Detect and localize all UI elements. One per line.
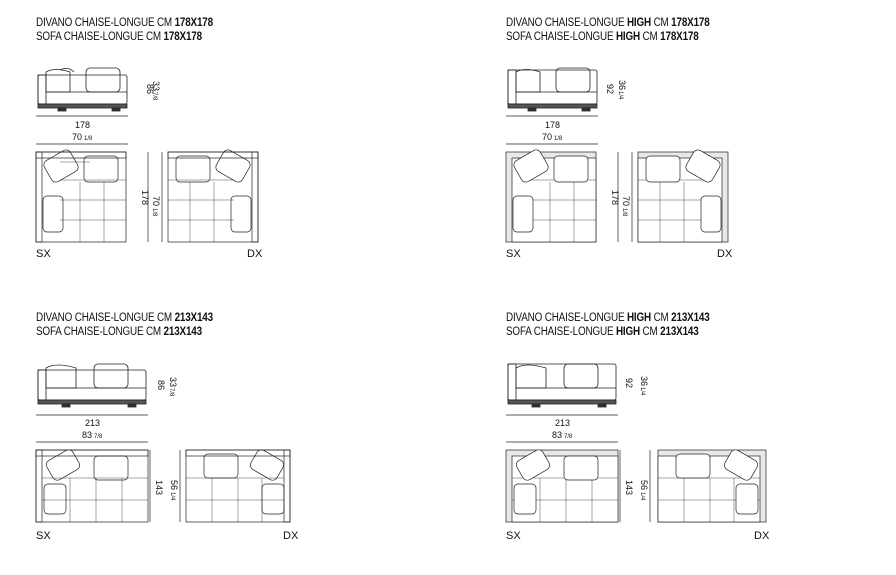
top-view-sx bbox=[35, 149, 127, 243]
depth-cm: 178 bbox=[140, 190, 150, 205]
front-elevation bbox=[37, 67, 128, 112]
depth-in: 56 bbox=[639, 480, 649, 490]
depth-in-frac: 1/8 bbox=[621, 208, 627, 217]
title-it: DIVANO CHAISE-LONGUE HIGH CM 213X143 bbox=[506, 312, 710, 324]
depth-in-frac: 1/8 bbox=[151, 208, 157, 217]
front-elevation bbox=[507, 67, 598, 112]
top-view-dx bbox=[637, 149, 729, 243]
sofa-drawings: 92 36 1/4 178 70 1/8 178 70 1/8 bbox=[505, 67, 729, 243]
depth-in: 70 bbox=[621, 196, 631, 206]
label-dx: DX bbox=[283, 530, 299, 542]
depth-cm: 178 bbox=[610, 190, 620, 205]
width-in: 83 bbox=[82, 430, 92, 440]
title-en: SOFA CHAISE-LONGUE CM 213X143 bbox=[36, 326, 202, 338]
width-in-frac: 7/8 bbox=[94, 434, 103, 440]
label-dx: DX bbox=[717, 248, 733, 260]
height-in: 36 bbox=[639, 376, 649, 386]
front-elevation bbox=[507, 363, 617, 408]
top-view-dx bbox=[167, 149, 259, 243]
height-in: 36 bbox=[617, 80, 627, 90]
width-in-frac: 1/8 bbox=[84, 136, 93, 142]
height-in: 33 bbox=[168, 377, 178, 387]
sofa-drawings: 86 33 7/8 213 83 7/8 143 56 1/4 bbox=[35, 363, 291, 523]
height-cm: 86 bbox=[156, 380, 166, 390]
depth-cm: 143 bbox=[624, 480, 634, 495]
width-cm: 178 bbox=[545, 120, 560, 130]
label-sx: SX bbox=[36, 530, 51, 542]
label-sx: SX bbox=[36, 248, 51, 260]
height-in-frac: 1/4 bbox=[639, 387, 645, 396]
label-dx: DX bbox=[754, 530, 770, 542]
label-sx: SX bbox=[506, 530, 521, 542]
panel-3: DIVANO CHAISE-LONGUE CM 213X143 SOFA CHA… bbox=[0, 294, 440, 574]
title-it: DIVANO CHAISE-LONGUE CM 213X143 bbox=[36, 312, 213, 324]
top-view-sx bbox=[35, 449, 149, 523]
panel-1: DIVANO CHAISE-LONGUE CM 178X178 SOFA CHA… bbox=[0, 0, 440, 280]
title-en: SOFA CHAISE-LONGUE HIGH CM 178X178 bbox=[506, 31, 699, 43]
title-en: SOFA CHAISE-LONGUE HIGH CM 213X143 bbox=[506, 326, 699, 338]
label-sx: SX bbox=[506, 248, 521, 260]
height-in-frac: 1/4 bbox=[617, 91, 623, 100]
height-in-frac: 7/8 bbox=[151, 92, 157, 101]
panel-2: DIVANO CHAISE-LONGUE HIGH CM 178X178 SOF… bbox=[470, 0, 896, 280]
title-it: DIVANO CHAISE-LONGUE HIGH CM 178X178 bbox=[506, 17, 710, 29]
sofa-drawings: 86 33 7/8 178 70 1/8 178 70 1/8 bbox=[35, 67, 259, 243]
width-cm: 213 bbox=[555, 418, 570, 428]
width-cm: 178 bbox=[75, 120, 90, 130]
width-cm: 213 bbox=[85, 418, 100, 428]
top-view-sx bbox=[505, 149, 597, 243]
width-in: 70 bbox=[542, 132, 552, 142]
top-view-sx bbox=[505, 449, 619, 523]
depth-in: 70 bbox=[151, 196, 161, 206]
label-dx: DX bbox=[247, 248, 263, 260]
title-en: SOFA CHAISE-LONGUE CM 178X178 bbox=[36, 31, 202, 43]
depth-in: 56 bbox=[169, 480, 179, 490]
top-view-dx bbox=[657, 449, 767, 523]
depth-in-frac: 1/4 bbox=[169, 492, 175, 501]
sofa-drawings: 92 36 1/4 213 83 7/8 143 56 1/4 bbox=[505, 363, 767, 523]
width-in-frac: 7/8 bbox=[564, 434, 573, 440]
height-cm: 92 bbox=[624, 378, 634, 388]
depth-in-frac: 1/4 bbox=[639, 492, 645, 501]
height-cm: 92 bbox=[605, 84, 615, 94]
width-in: 70 bbox=[72, 132, 82, 142]
height-in-frac: 7/8 bbox=[168, 388, 174, 397]
width-in-frac: 1/8 bbox=[554, 136, 563, 142]
height-in: 33 bbox=[151, 81, 161, 91]
panel-4: DIVANO CHAISE-LONGUE HIGH CM 213X143 SOF… bbox=[470, 294, 896, 574]
height-cm: 86 bbox=[145, 84, 155, 94]
front-elevation bbox=[37, 363, 147, 408]
top-view-dx bbox=[185, 449, 291, 523]
depth-cm: 143 bbox=[154, 480, 164, 495]
title-it: DIVANO CHAISE-LONGUE CM 178X178 bbox=[36, 17, 213, 29]
width-in: 83 bbox=[552, 430, 562, 440]
